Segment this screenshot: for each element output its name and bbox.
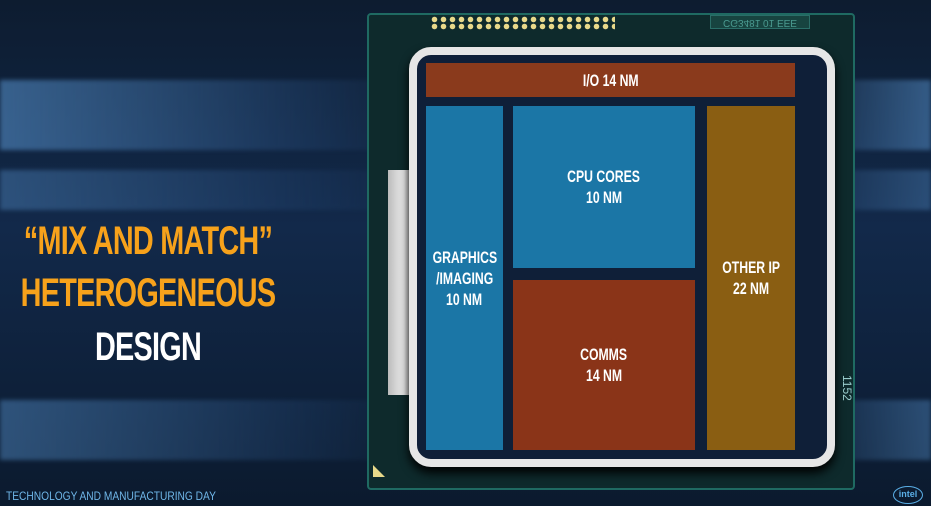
block-label: /IMAGING: [435, 268, 494, 288]
block-label: 10 NM: [585, 188, 623, 207]
side-number: 1152: [840, 375, 854, 401]
headline-line-1: “MIX AND MATCH”: [23, 219, 273, 263]
block-label: 10 NM: [446, 289, 483, 309]
chip-marking: CG3481 01 EEE: [710, 15, 810, 29]
block-label: OTHER IP: [722, 258, 780, 277]
block-other-ip: OTHER IP 22 NM: [707, 106, 795, 450]
headline-line-2: HETEROGENEOUS: [20, 271, 276, 315]
contact-pads: [430, 16, 615, 30]
block-label: GRAPHICS: [432, 247, 497, 267]
block-comms: COMMS 14 NM: [513, 280, 695, 450]
block-label: 22 NM: [732, 279, 770, 298]
headline-line-3: DESIGN: [94, 325, 202, 369]
block-cpu-cores: CPU CORES 10 NM: [513, 106, 695, 268]
block-label: 14 NM: [585, 366, 623, 385]
intel-logo: intel: [893, 486, 923, 504]
pin1-triangle-icon: [373, 465, 385, 477]
block-io: I/O 14 NM: [426, 63, 795, 97]
block-label: COMMS: [580, 345, 628, 364]
footer-text: TECHNOLOGY AND MANUFACTURING DAY: [6, 489, 216, 503]
block-label: I/O 14 NM: [582, 70, 639, 90]
block-label: CPU CORES: [567, 167, 641, 186]
